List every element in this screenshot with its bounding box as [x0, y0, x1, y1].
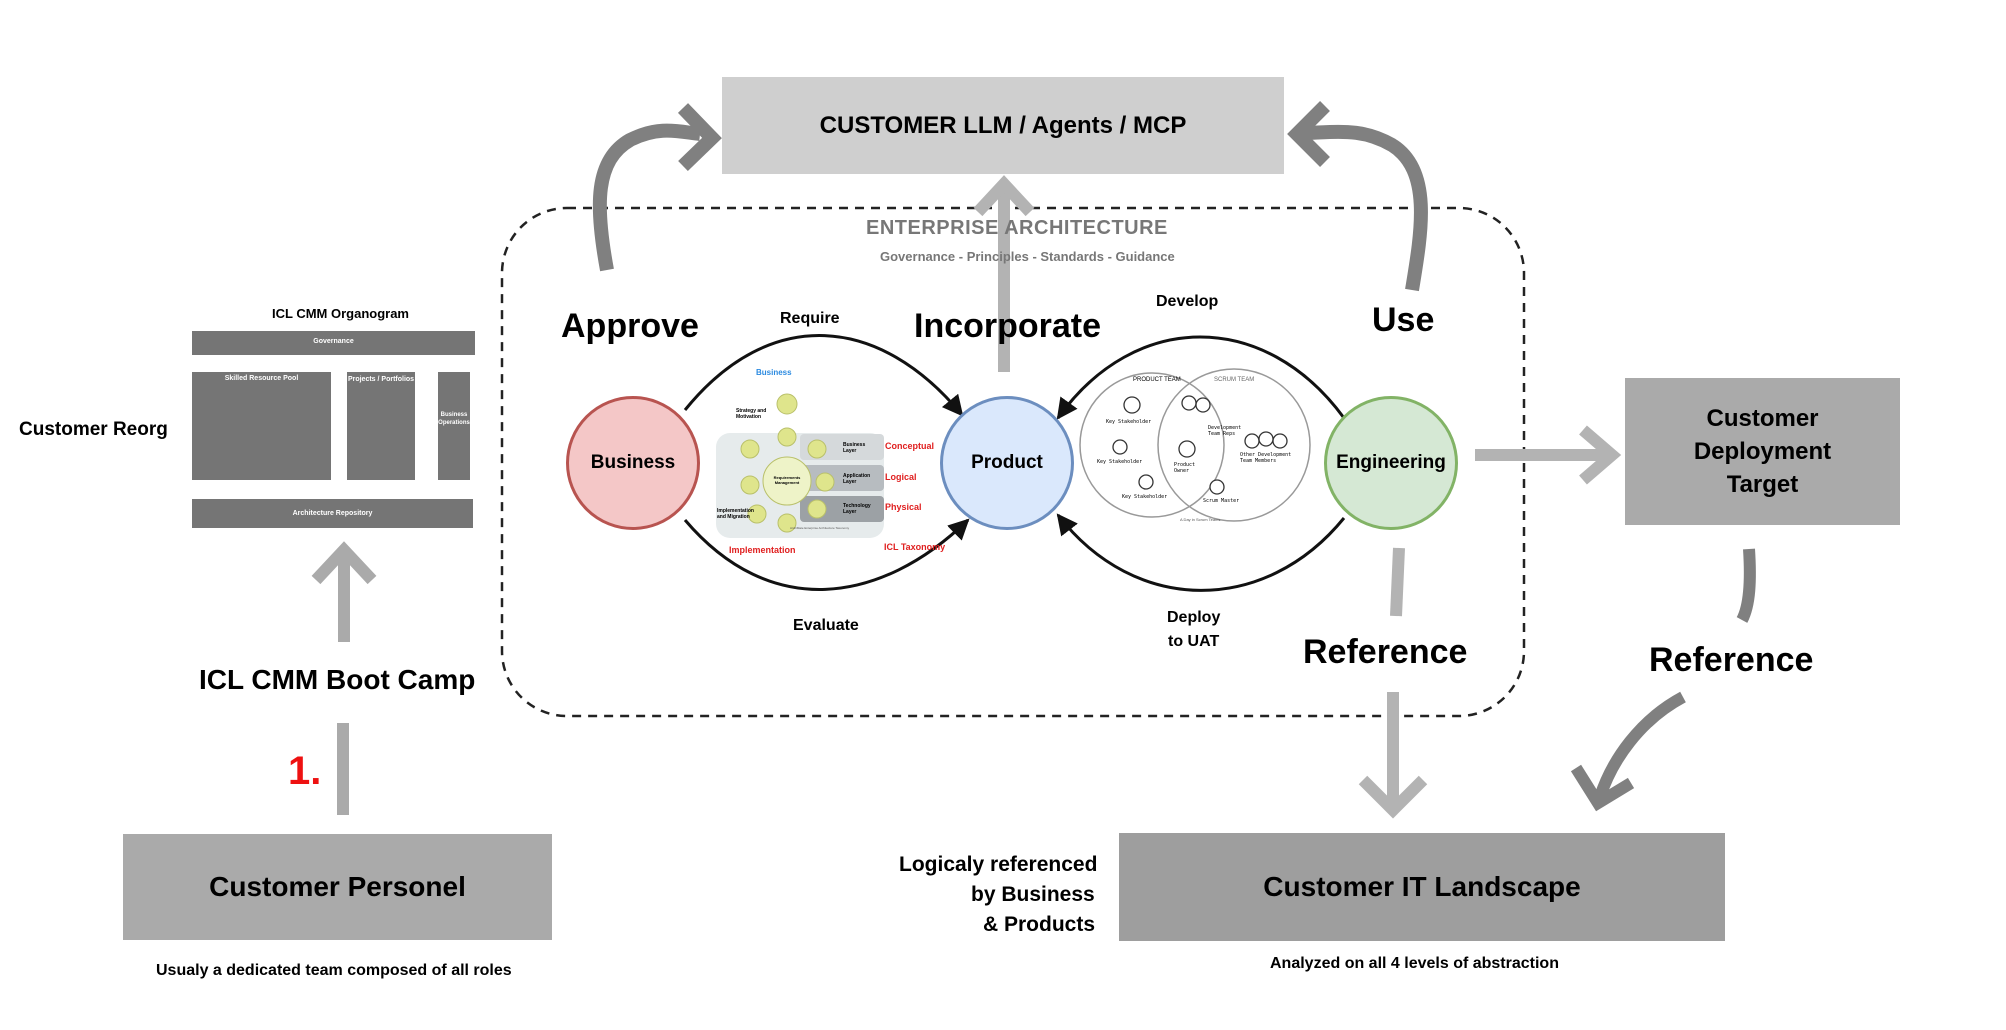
development-team-reps: Development Team Reps [1208, 425, 1242, 437]
repository-block [192, 499, 473, 528]
deployment-line-3: Target [1726, 471, 1799, 498]
taxonomy-icl: ICL Taxonomy [884, 542, 946, 552]
business-operations-label-1: Business [440, 412, 468, 418]
team-member-icons [1112, 395, 1288, 495]
reference-inner-label: Reference [1303, 633, 1468, 671]
engineering-circle-label: Engineering [1336, 452, 1446, 473]
taxonomy-application-layer: Application Layer [843, 473, 871, 485]
personel-box [123, 834, 552, 940]
incorporate-arrow [973, 175, 1035, 372]
customer-llm-box [722, 77, 1284, 174]
taxonomy-requirements: Requirements Management [773, 475, 801, 485]
taxonomy-implementation-migration: Implementation and Migration [717, 508, 754, 520]
product-circle-label: Product [971, 452, 1043, 473]
require-arrow [683, 334, 964, 417]
taxonomy-nodes [740, 393, 835, 533]
business-operations-label-2: Operations [438, 420, 470, 426]
ea-title: ENTERPRISE ARCHITECTURE [866, 217, 1168, 239]
organogram-title: ICL CMM Organogram [272, 306, 409, 321]
deploy-target-arrow [1475, 425, 1622, 485]
key-stakeholder-3: Key Stakeholder [1122, 494, 1168, 500]
product-team-label: PRODUCT TEAM [1133, 377, 1181, 383]
deployment-line-1: Customer [1706, 405, 1819, 432]
develop-label: Develop [1156, 293, 1219, 310]
approve-arrow [592, 103, 722, 272]
logical-ref-line-3: & Products [983, 913, 1096, 936]
taxonomy-conceptual: Conceptual [885, 441, 935, 451]
governance-block [192, 331, 475, 355]
governance-label: Governance [313, 338, 354, 345]
teams-footer: A Day in Scrum Teams [1180, 517, 1221, 522]
deploy-label-2: to UAT [1168, 633, 1220, 650]
logical-ref-line-2: by Business [971, 883, 1095, 906]
skilled-pool-block [192, 372, 331, 480]
deployment-line-2: Deployment [1693, 438, 1832, 465]
customer-llm-box-label: CUSTOMER LLM / Agents / MCP [722, 77, 1284, 174]
evaluate-arrow [683, 518, 970, 591]
taxonomy-technology-layer: Technology Layer [843, 503, 871, 515]
projects-label: Projects / Portfolios [347, 376, 415, 383]
scrum-master: Scrum Master [1203, 498, 1240, 504]
enterprise-architecture-boundary [500, 206, 1526, 718]
business-circle-label: Business [590, 452, 676, 473]
business-circle: Business [566, 396, 700, 530]
use-arrow [1287, 101, 1428, 292]
customer-reorg-label: Customer Reorg [19, 419, 168, 440]
taxonomy-caption: ArchiMate Enterprise Architecture Taxono… [790, 526, 850, 530]
engineering-circle: Engineering [1324, 396, 1458, 530]
require-label: Require [780, 310, 840, 327]
reference-outer-label: Reference [1649, 641, 1814, 679]
organogram-blocks [192, 331, 475, 528]
approve-label: Approve [561, 307, 699, 345]
scrum-team-label: SCRUM TEAM [1214, 377, 1255, 383]
deploy-label-1: Deploy [1167, 609, 1221, 626]
incorporate-label: Incorporate [914, 307, 1102, 345]
boot-camp-arrow [311, 541, 377, 815]
product-owner: Product Owner [1174, 462, 1196, 474]
it-landscape-label: Customer IT Landscape [1263, 871, 1581, 902]
taxonomy-business-layer: Business Layer [843, 442, 866, 454]
key-stakeholder-1: Key Stakeholder [1106, 419, 1152, 425]
it-landscape-box [1119, 833, 1725, 941]
customer-llm-label: CUSTOMER LLM / Agents / MCP [819, 111, 1187, 139]
deployment-target-box [1625, 378, 1900, 525]
skilled-pool-label: Skilled Resource Pool [224, 375, 299, 382]
taxonomy-implementation: Implementation [729, 545, 796, 555]
key-stakeholder-2: Key Stakeholder [1097, 459, 1143, 465]
boot-camp-label: ICL CMM Boot Camp [199, 664, 476, 695]
cycle-arrows [683, 334, 1346, 592]
product-circle: Product [940, 396, 1074, 530]
it-landscape-box-label: Customer IT Landscape [1119, 833, 1725, 941]
develop-arrow [1056, 335, 1346, 420]
taxonomy-physical: Physical [885, 502, 922, 512]
logical-ref-line-1: Logicaly referenced [899, 853, 1098, 876]
personel-box-label: Customer Personel [123, 834, 552, 940]
projects-block [347, 372, 415, 480]
repository-label: Architecture Repository [292, 510, 373, 517]
taxonomy-business: Business [756, 368, 792, 377]
personel-label: Customer Personel [209, 871, 466, 902]
use-label: Use [1372, 301, 1435, 339]
step-number: 1. [288, 749, 322, 793]
business-operations-block [438, 372, 470, 480]
other-dev-team: Other Development Team Members [1240, 452, 1292, 464]
ea-subtitle: Governance - Principles - Standards - Gu… [880, 249, 1175, 264]
evaluate-label: Evaluate [793, 617, 859, 634]
reference-outer-arrow [1570, 548, 1756, 812]
taxonomy-strategy: Strategy and Motivation [736, 408, 767, 420]
teams-venn [1079, 368, 1311, 522]
it-landscape-note: Analyzed on all 4 levels of abstraction [1270, 955, 1559, 972]
deploy-arrow [1056, 513, 1346, 592]
taxonomy-logical: Logical [885, 472, 917, 482]
deployment-target-label: Customer Deployment Target [1625, 378, 1900, 525]
personel-note: Usualy a dedicated team composed of all … [156, 962, 512, 979]
reference-inner-arrow [1358, 547, 1428, 819]
